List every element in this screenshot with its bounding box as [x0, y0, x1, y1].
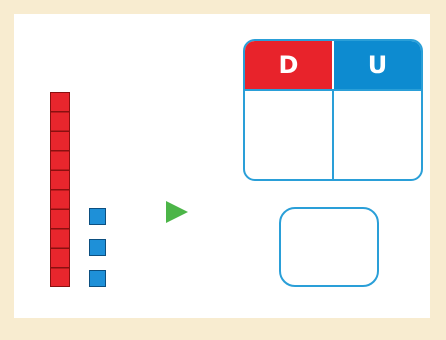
tens-answer-cell[interactable] — [245, 91, 332, 179]
ten-rod — [50, 92, 70, 287]
units-answer-cell[interactable] — [332, 91, 421, 179]
unit-cube — [89, 208, 106, 225]
unit-cube — [89, 239, 106, 256]
table-body-row — [245, 89, 421, 179]
units-header: U — [332, 41, 421, 89]
unit-cube — [89, 270, 106, 287]
place-value-table: D U — [243, 39, 423, 181]
table-header-row: D U — [245, 41, 421, 89]
tens-header: D — [245, 41, 332, 89]
play-triangle-icon — [166, 201, 188, 223]
number-answer-box[interactable] — [279, 207, 379, 287]
